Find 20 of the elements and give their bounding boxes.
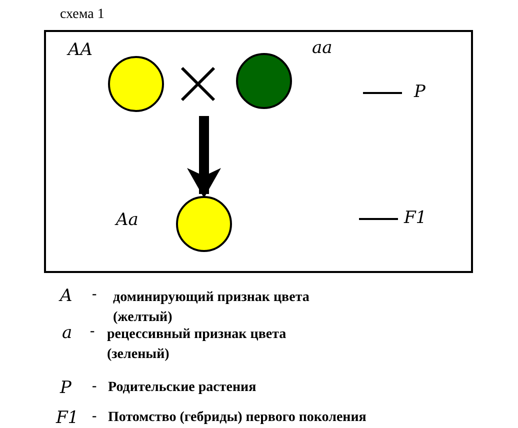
symbol-label: A bbox=[60, 286, 72, 306]
dash-text: - bbox=[92, 287, 97, 303]
arrow bbox=[187, 116, 221, 198]
genotype-label: Aa bbox=[116, 210, 138, 230]
dash-text: - bbox=[92, 379, 97, 395]
genotype-label: aa bbox=[312, 38, 332, 58]
symbol-label: P bbox=[60, 378, 72, 398]
dash-text: - bbox=[92, 409, 97, 425]
symbol-label: P bbox=[414, 82, 426, 102]
diagram-title: схема 1 bbox=[60, 7, 104, 23]
symbol-label: F1 bbox=[56, 408, 79, 428]
legend-text: рецессивный признак цвета (зеленый) bbox=[107, 326, 288, 364]
genotype-label: AA bbox=[68, 40, 93, 60]
dash-text: - bbox=[90, 324, 95, 340]
legend-text: доминирующий признак цвета (желтый) bbox=[113, 289, 310, 327]
legend-text: Потомство (гебриды) первого поколения bbox=[108, 410, 366, 426]
frame-box bbox=[44, 30, 473, 273]
symbol-label: a bbox=[62, 323, 72, 343]
symbol-label: F1 bbox=[404, 208, 427, 228]
legend-text: Родительские растения bbox=[108, 380, 256, 396]
